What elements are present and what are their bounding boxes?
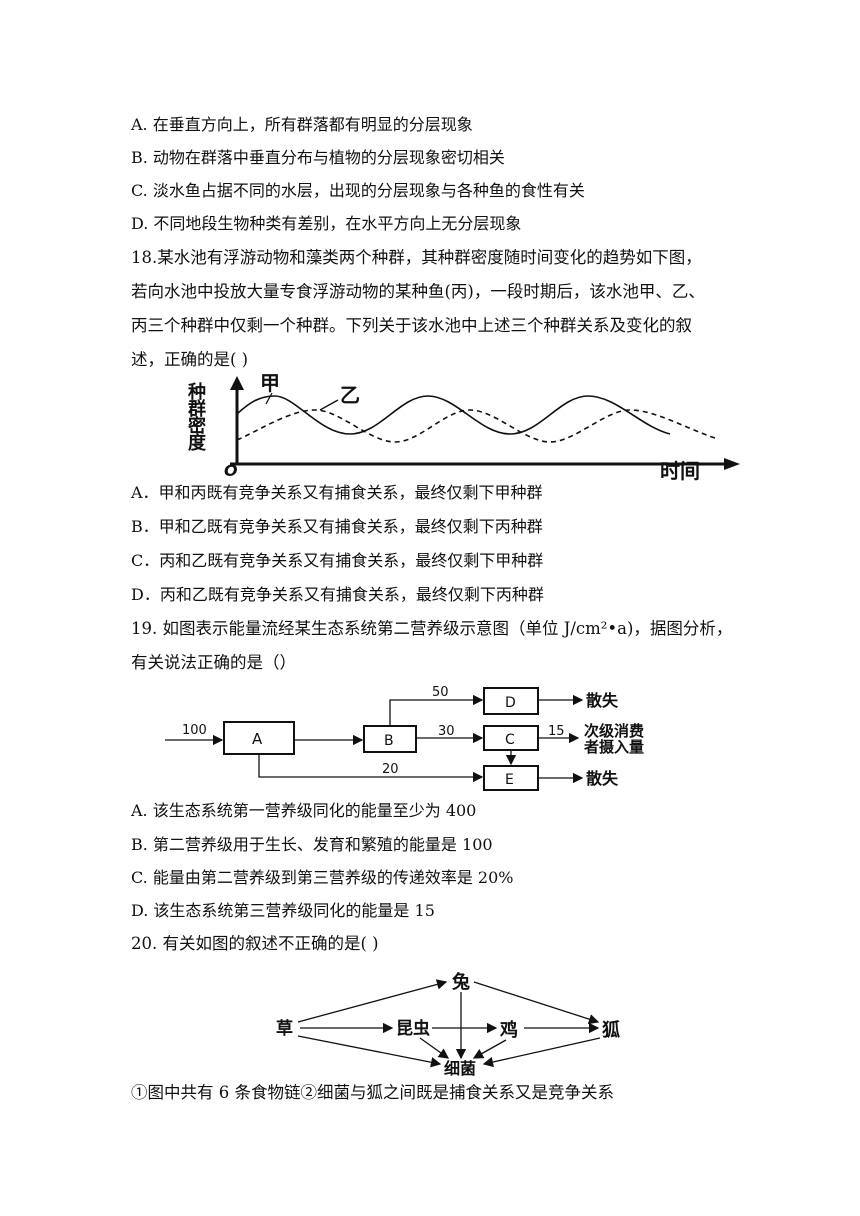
loss-label-2: 散失	[586, 769, 619, 788]
box-c-label: C	[505, 732, 515, 748]
q18-stem-line-1: 18.某水池有浮游动物和藻类两个种群，其种群密度随时间变化的趋势如下图，	[131, 248, 702, 267]
arrow-insect-bacteria	[419, 1037, 450, 1059]
value-30: 30	[438, 724, 455, 739]
arrow-b-d	[389, 694, 484, 726]
arrow-a-e	[258, 754, 484, 783]
arrow-grass-bacteria	[297, 1035, 442, 1068]
q18-stem-line-2: 若向水池中投放大量专食浮游动物的某种鱼(丙)，一段时期后，该水池甲、乙、	[131, 282, 705, 301]
q18-stem-line-4: 述，正确的是( )	[131, 350, 249, 369]
arrow-grass-rabbit	[297, 979, 448, 1023]
box-e-label: E	[505, 772, 514, 788]
q19-stem-line-2: 有关说法正确的是（）	[131, 653, 296, 672]
series-yi-curve	[236, 409, 716, 443]
y-label-char: 密	[188, 415, 206, 437]
value-20: 20	[382, 762, 399, 777]
node-insect: 昆虫	[396, 1018, 430, 1039]
series-yi-leader	[319, 399, 339, 411]
q18-option-a: A．甲和丙既有竞争关系又有捕食关系，最终仅剩下甲种群	[131, 483, 543, 502]
loss-label-1: 散失	[586, 691, 619, 710]
q17-option-d: D. 不同地段生物种类有差别，在水平方向上无分层现象	[131, 214, 522, 233]
q18-option-d: D．丙和乙既有竞争关系又有捕食关系，最终仅剩下丙种群	[131, 585, 544, 604]
series-yi-label: 乙	[340, 383, 360, 407]
box-b-label: B	[384, 733, 394, 749]
arrow-chicken-bacteria	[472, 1039, 507, 1059]
series-jia-label: 甲	[260, 371, 280, 395]
node-fox: 狐	[602, 1019, 620, 1041]
origin-label: O	[224, 461, 238, 480]
q17-option-c: C. 淡水鱼占据不同的水层，出现的分层现象与各种鱼的食性有关	[131, 181, 585, 200]
x-axis-arrow	[724, 458, 740, 470]
node-grass: 草	[276, 1019, 293, 1039]
q20-food-web-figure: 兔 草 昆虫 鸡 狐 细菌	[276, 971, 620, 1078]
q18-stem-line-3: 丙三个种群中仅剩一个种群。下列关于该水池中上述三个种群关系及变化的叙	[131, 316, 692, 335]
y-label-char: 群	[188, 398, 206, 420]
node-chicken: 鸡	[499, 1019, 518, 1041]
node-bacteria: 细菌	[444, 1059, 476, 1078]
q18-option-c: C．丙和乙既有竞争关系又有捕食关系，最终仅剩下甲种群	[131, 551, 544, 570]
x-label: 时间	[660, 459, 700, 483]
y-label-char: 种	[187, 381, 206, 403]
q19-option-c: C. 能量由第二营养级到第三营养级的传递效率是 20%	[131, 868, 514, 887]
y-axis-arrow	[230, 376, 244, 390]
y-label-char: 度	[188, 432, 207, 454]
q18-population-figure: 种 群 密 度 O 时间 甲 乙	[187, 371, 740, 483]
input-value: 100	[182, 723, 207, 738]
box-d-label: D	[505, 695, 516, 711]
arrow-rabbit-fox	[473, 981, 600, 1025]
next-level-line-1: 次级消费	[584, 722, 644, 740]
q18-option-b: B．甲和乙既有竞争关系又有捕食关系，最终仅剩下丙种群	[131, 517, 543, 536]
arrow-fox-bacteria	[482, 1037, 601, 1068]
q19-option-d: D. 该生态系统第三营养级同化的能量是 15	[131, 901, 435, 920]
q19-stem-line-1: 19. 如图表示能量流经某生态系统第二营养级示意图（单位 J/cm²•a)，据图…	[131, 619, 733, 638]
q19-option-a: A. 该生态系统第一营养级同化的能量至少为 400	[131, 801, 477, 820]
q17-option-a: A. 在垂直方向上，所有群落都有明显的分层现象	[131, 115, 473, 134]
next-level-line-2: 者摄入量	[584, 738, 644, 756]
value-50: 50	[432, 685, 449, 700]
q17-option-b: B. 动物在群落中垂直分布与植物的分层现象密切相关	[131, 148, 505, 167]
box-d	[483, 687, 539, 715]
series-jia-curve	[236, 395, 671, 435]
node-rabbit: 兔	[451, 971, 470, 993]
series-jia-leader	[265, 392, 273, 405]
q20-statement: ①图中共有 6 条食物链②细菌与狐之间既是捕食关系又是竞争关系	[131, 1083, 614, 1102]
q19-energy-flow-figure: 100 A B 50 D 散失 30 C 15 次级消费 者摄入量 20 E 散…	[165, 685, 644, 791]
value-15: 15	[548, 724, 565, 739]
q20-stem: 20. 有关如图的叙述不正确的是( )	[131, 934, 379, 953]
q19-option-b: B. 第二营养级用于生长、发育和繁殖的能量是 100	[131, 835, 493, 854]
box-a-label: A	[252, 730, 263, 748]
